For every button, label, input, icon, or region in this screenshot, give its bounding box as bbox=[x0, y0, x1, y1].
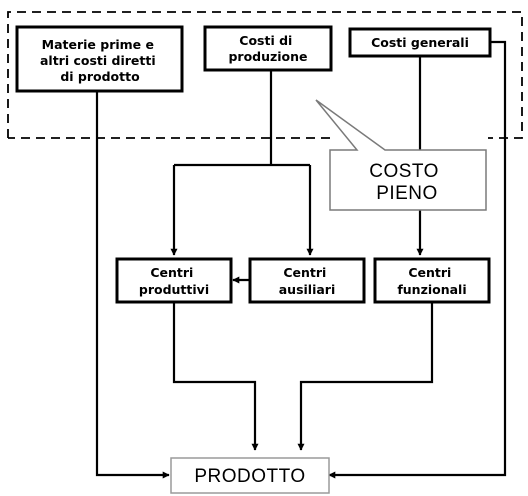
materie-prime-label: Materie prime e altri costi diretti di p… bbox=[40, 37, 160, 84]
centri-produttivi-label: Centri produttivi bbox=[139, 265, 209, 297]
prodotto-label: PRODOTTO bbox=[194, 466, 305, 487]
centri-funzionali-label: Centri funzionali bbox=[397, 265, 466, 297]
centri-ausiliari-box bbox=[248, 257, 366, 304]
costi-produzione-box bbox=[203, 25, 333, 72]
centri-produttivi-box bbox=[115, 257, 233, 304]
arrow-materie-to-prodotto bbox=[95, 91, 170, 479]
centri-funzionali-box bbox=[373, 257, 491, 304]
materie-prime-box bbox=[15, 25, 184, 93]
costo-pieno-label: COSTO PIENO bbox=[369, 161, 445, 204]
dashed-region-outline bbox=[7, 11, 523, 139]
arrow-produttivi-to-prodotto bbox=[172, 302, 259, 451]
costi-produzione-label: Costi di produzione bbox=[228, 33, 307, 64]
centri-ausiliari-label: Centri ausiliari bbox=[279, 265, 336, 297]
arrow-funzionali-to-prodotto bbox=[297, 302, 434, 451]
arrow-generali-to-prodotto bbox=[328, 40, 507, 479]
costo-pieno-callout bbox=[315, 99, 487, 211]
costi-generali-box bbox=[348, 27, 492, 58]
prodotto-box bbox=[170, 457, 330, 494]
costi-generali-label: Costi generali bbox=[371, 35, 469, 50]
